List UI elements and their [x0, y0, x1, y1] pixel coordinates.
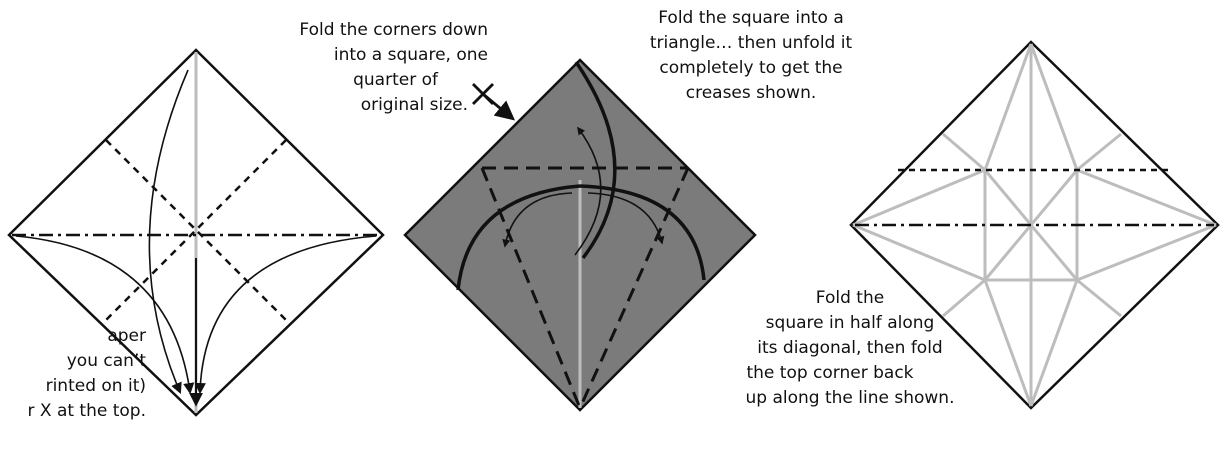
paper-square-creased [849, 40, 1220, 410]
fold-curve-right [579, 184, 706, 281]
fold-arrow-right-to-bottom [194, 235, 377, 395]
x-mark-arrow [472, 83, 516, 121]
step4-line-1: Fold the [815, 288, 885, 308]
fold-arrow-left-inward [502, 192, 573, 248]
valley-fold-line-upper-right [105, 139, 287, 321]
step4-line-4: the top corner back [746, 363, 914, 383]
step3-line-3: completely to get the [659, 58, 843, 78]
step4-line-5: up along the line shown. [745, 388, 955, 408]
step1-line-2: you can’t [66, 351, 146, 371]
step1-line-3: rinted on it) [45, 376, 146, 396]
valley-fold-line-upper-left [105, 139, 287, 321]
step4-line-2: square in half along [765, 313, 935, 333]
step2-line-4: original size. [360, 95, 468, 115]
step1-diagram [7, 48, 385, 417]
fold-arrow-top-down [574, 126, 602, 256]
step2-line-3: quarter of [353, 70, 438, 90]
fold-curve-top [574, 61, 617, 260]
step2-line-1: Fold the corners down [299, 20, 488, 40]
step3-line-1: Fold the square into a [658, 8, 844, 28]
step1-line-1: aper [107, 326, 146, 346]
step3-caption: Fold the square into a triangle… then un… [616, 6, 886, 106]
step3-diagram [849, 40, 1220, 410]
step2-caption: Fold the corners down into a square, one… [232, 18, 488, 118]
step3-line-2: triangle… then unfold it [649, 33, 853, 53]
step1-caption: aper you can’t rinted on it) r X at the … [0, 324, 147, 424]
step2-diagram [403, 58, 757, 412]
step4-line-3: its diagonal, then fold [757, 338, 943, 358]
fold-arrow-left-to-bottom [15, 235, 195, 395]
fold-curve-left [456, 184, 581, 291]
step1-line-4: r X at the top. [27, 401, 147, 421]
step3-line-4: creases shown. [685, 83, 817, 103]
step2-line-2: into a square, one [333, 45, 488, 65]
fold-arrow-top-to-bottom [148, 69, 189, 395]
step4-caption: Fold the square in half along its diagon… [700, 286, 1000, 411]
